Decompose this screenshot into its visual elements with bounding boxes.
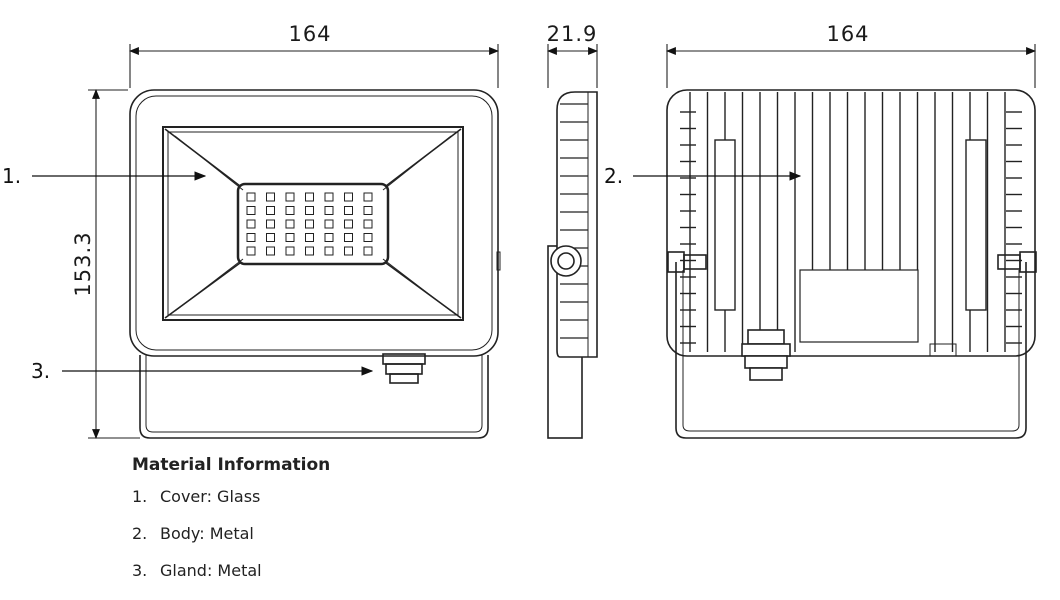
led-chip: [266, 246, 275, 256]
side-body: [556, 91, 598, 358]
material-item-text: Gland: Metal: [160, 561, 262, 580]
led-panel: [236, 182, 390, 266]
led-chip: [285, 192, 295, 202]
back-view: [666, 89, 1037, 439]
cover-glass: [162, 126, 464, 321]
back-plate: [799, 269, 919, 343]
dim-front-width: 164: [288, 22, 331, 46]
front-body: [129, 89, 499, 357]
material-item: 3. Gland: Metal: [132, 561, 330, 598]
callout-lines: [32, 171, 802, 376]
led-chip: [363, 246, 373, 256]
led-chip: [246, 206, 256, 215]
led-chip: [324, 206, 334, 215]
material-item: 1. Cover: Glass: [132, 487, 330, 524]
material-item: 2. Body: Metal: [132, 524, 330, 561]
callout-1: 1.: [2, 164, 21, 188]
material-item-text: Cover: Glass: [160, 487, 261, 506]
led-chip: [363, 206, 373, 215]
front-view: [129, 89, 501, 439]
led-chip: [324, 192, 334, 202]
dim-side-depth: 21.9: [547, 22, 598, 46]
back-rib: [714, 139, 736, 311]
material-information: Material Information 1. Cover: Glass 2. Bo…: [132, 455, 330, 598]
led-chip: [285, 246, 295, 256]
led-chip: [305, 206, 314, 215]
led-chip: [344, 206, 353, 215]
led-chip: [324, 246, 334, 256]
led-chip: [344, 233, 353, 242]
led-chip: [363, 192, 373, 202]
led-chip: [344, 219, 353, 229]
callout-3: 3.: [31, 359, 50, 383]
dimension-lines: [88, 44, 1036, 439]
led-chip: [305, 233, 314, 242]
led-chip: [363, 233, 373, 242]
material-item-number: 2.: [132, 524, 148, 543]
back-bracket: [675, 262, 1027, 439]
dim-back-width: 164: [826, 22, 869, 46]
side-pivot-inner: [557, 252, 575, 270]
back-body: [666, 89, 1036, 357]
led-chip: [305, 246, 314, 256]
front-gland: [382, 353, 426, 384]
led-chip: [285, 219, 295, 229]
led-chip: [305, 192, 314, 202]
material-list: 1. Cover: Glass 2. Body: Metal 3. Gland: Me…: [132, 487, 330, 598]
back-rib: [965, 139, 987, 311]
led-chip: [266, 219, 275, 229]
led-chip: [246, 246, 256, 256]
material-item-number: 1.: [132, 487, 148, 506]
led-chip: [266, 192, 275, 202]
led-chip: [344, 246, 353, 256]
led-chip: [324, 233, 334, 242]
led-chip: [246, 233, 256, 242]
side-view: [547, 91, 598, 439]
led-chip: [305, 219, 314, 229]
material-info-title: Material Information: [132, 455, 331, 475]
led-chip: [344, 192, 353, 202]
led-chip: [285, 206, 295, 215]
led-grid: [246, 192, 373, 256]
back-gland: [741, 329, 791, 381]
led-chip: [266, 233, 275, 242]
material-item-text: Body: Metal: [160, 524, 254, 543]
callout-2: 2.: [604, 164, 623, 188]
led-chip: [285, 233, 295, 242]
dim-height: 153.3: [71, 231, 95, 296]
led-chip: [246, 219, 256, 229]
back-fins: [680, 92, 1022, 352]
led-chip: [266, 206, 275, 215]
led-chip: [324, 219, 334, 229]
front-bracket: [139, 355, 489, 439]
side-pivot-outer: [550, 245, 582, 277]
material-item-number: 3.: [132, 561, 148, 580]
led-chip: [363, 219, 373, 229]
led-chip: [246, 192, 256, 202]
